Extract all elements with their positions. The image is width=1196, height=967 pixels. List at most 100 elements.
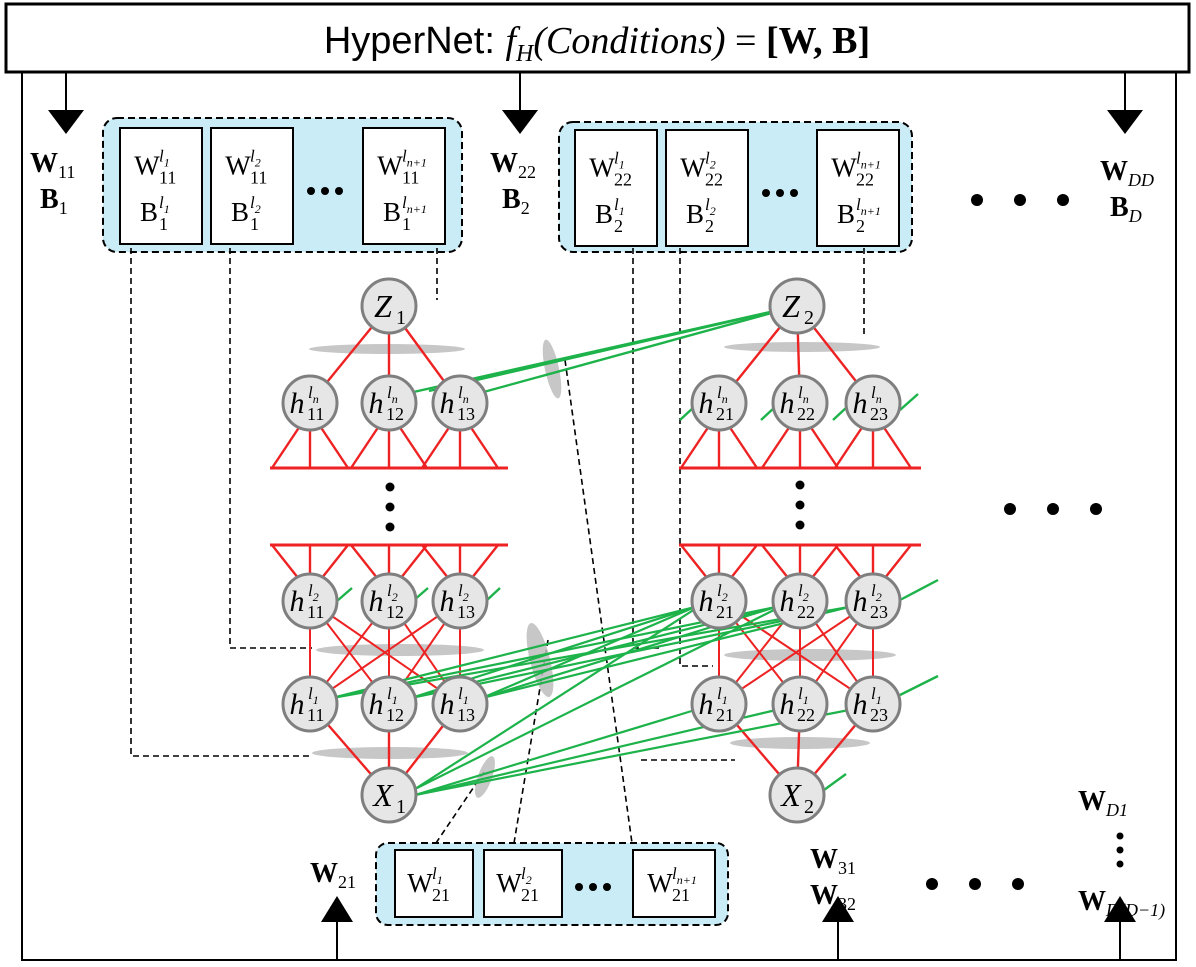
net2-edge-stub <box>823 773 847 791</box>
svg-text:X: X <box>371 777 394 813</box>
svg-text:ln: ln <box>308 383 319 406</box>
cell-w22-ln1-box <box>816 129 900 247</box>
cross-edge-green <box>414 708 696 797</box>
svg-text:22: 22 <box>797 404 815 424</box>
label-b1: B1 <box>40 184 68 218</box>
cell-w22-ln1-bsub: 2 <box>856 216 865 236</box>
cell-w11-l1-bsub: 1 <box>159 214 168 234</box>
svg-text:h: h <box>440 387 455 420</box>
svg-text:h: h <box>440 688 455 721</box>
svg-text:X: X <box>779 777 802 813</box>
cell-w22-ln1-w: W <box>831 152 857 182</box>
cell-w22-l2-sup: l2 <box>705 148 716 171</box>
cross-edge-green <box>479 304 798 395</box>
ellipsis-marks <box>385 194 1124 890</box>
cell-w11-l1-bsup: l1 <box>159 193 170 216</box>
hypernet-header: HyperNet: fH(Conditions) = [W, B] <box>4 2 1191 74</box>
svg-text:l2: l2 <box>717 581 728 604</box>
svg-text:h: h <box>780 387 795 420</box>
svg-text:23: 23 <box>870 602 888 622</box>
net2-edge-stub <box>899 393 919 411</box>
svg-text:h: h <box>780 585 795 618</box>
cell-w22-l1-b: B <box>595 199 613 229</box>
cell-w11-l2-wsub: 11 <box>250 167 267 187</box>
cell-w21-ln1-w: W <box>647 868 673 898</box>
down-arrows <box>48 72 1143 134</box>
svg-text:l1: l1 <box>458 684 469 707</box>
cell-w11-ln1-sup: ln+1 <box>402 146 427 169</box>
cell-w22-l1-sup: l1 <box>614 148 625 171</box>
ellipsis-icon <box>1004 503 1102 515</box>
svg-text:12: 12 <box>386 705 404 725</box>
cross-edge-green <box>414 608 696 790</box>
cell-w21-l1-box <box>394 849 474 918</box>
ellipsis-icon <box>926 878 1024 890</box>
cross-edge-green <box>481 605 696 700</box>
cell-w11-ln1-w: W <box>377 150 403 180</box>
cell-w22-ln1-b: B <box>837 199 855 229</box>
svg-text:h: h <box>699 688 714 721</box>
cell-w22-l1-box <box>574 129 658 247</box>
svg-text:11: 11 <box>307 705 324 725</box>
cell-w22-ln1-wsub: 22 <box>856 169 874 189</box>
label-wdd1: WD(D−1) <box>1078 886 1165 921</box>
label-wd1: WD1 <box>1078 786 1128 820</box>
label-b2: B2 <box>502 184 530 218</box>
net2-edge-l2-l1 <box>718 600 874 705</box>
cell-w11-l1-box <box>119 127 203 245</box>
svg-text:1: 1 <box>396 796 406 818</box>
svg-text:23: 23 <box>870 705 888 725</box>
svg-text:h: h <box>290 688 305 721</box>
cell-w21-l2-sup: l2 <box>521 864 532 887</box>
net2-edge-stub <box>899 578 939 602</box>
cell-w22-ln1-sup: ln+1 <box>856 148 881 171</box>
svg-text:l1: l1 <box>717 684 728 707</box>
net2-edge-stub <box>899 674 939 697</box>
cell-w21-l1-wsub: 21 <box>432 885 450 905</box>
svg-text:h: h <box>853 585 868 618</box>
svg-text:2: 2 <box>804 307 814 329</box>
ellipsis-icon <box>795 480 805 530</box>
cell-w11-l2-bsub: 1 <box>250 214 259 234</box>
ellipsis-icon <box>971 194 1069 206</box>
hypernet-header-text: HyperNet: fH(Conditions) = [W, B] <box>324 20 870 67</box>
cell-w11-l2-bsup: l2 <box>250 193 261 216</box>
header-func-sub: H <box>515 41 535 67</box>
cell-w11-ln1-bsup: ln+1 <box>402 193 427 216</box>
header-eq: = <box>726 20 766 62</box>
header-prefix: HyperNet: <box>324 20 506 62</box>
down-arrow-icon <box>502 72 538 134</box>
svg-text:l2: l2 <box>308 581 319 604</box>
cell-w11-l1-wsub: 11 <box>159 167 176 187</box>
cell-w22-l2-w: W <box>680 152 706 182</box>
header-result: [W, B] <box>766 20 870 62</box>
cross-edge-green <box>428 304 798 393</box>
cell-w21-ln1-box <box>632 849 716 918</box>
svg-text:12: 12 <box>386 404 404 424</box>
gray-ellipses <box>309 339 896 798</box>
svg-text:12: 12 <box>386 602 404 622</box>
